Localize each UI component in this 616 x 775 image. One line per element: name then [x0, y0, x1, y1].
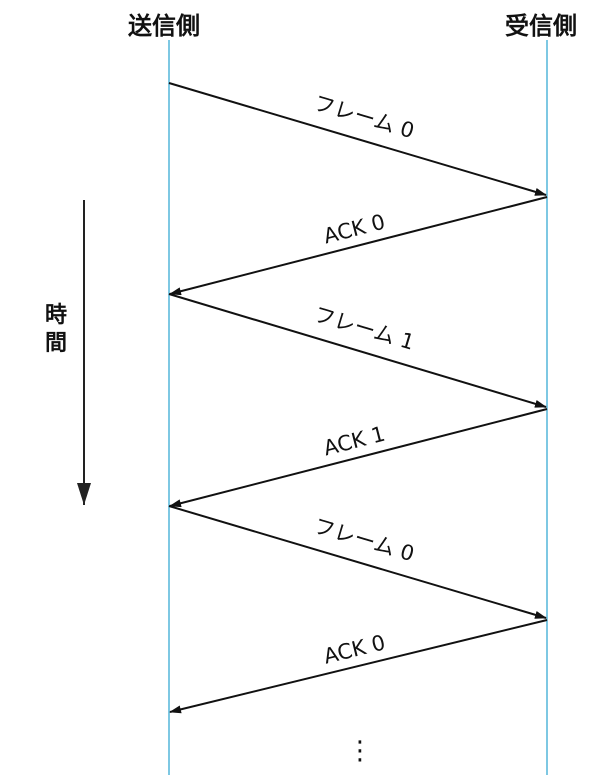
- message-label: ACK 0: [321, 210, 387, 249]
- message-arrow: [168, 505, 547, 619]
- time-axis-label: 時間: [44, 303, 67, 356]
- continuation-dots: ⋮: [347, 736, 373, 766]
- message-label: フレーム 1: [311, 302, 417, 355]
- message-arrow: [169, 408, 548, 508]
- message-label: フレーム 0: [311, 514, 417, 566]
- message-label: ACK 1: [321, 422, 387, 461]
- message-arrow: [168, 293, 547, 408]
- message-label: フレーム 0: [311, 91, 417, 143]
- sender-heading: 送信側: [128, 12, 200, 40]
- message-arrow: [169, 619, 548, 714]
- message-arrow: [168, 82, 547, 196]
- receiver-heading: 受信側: [505, 12, 577, 40]
- message-arrow: [169, 196, 548, 296]
- message-label: ACK 0: [321, 630, 387, 668]
